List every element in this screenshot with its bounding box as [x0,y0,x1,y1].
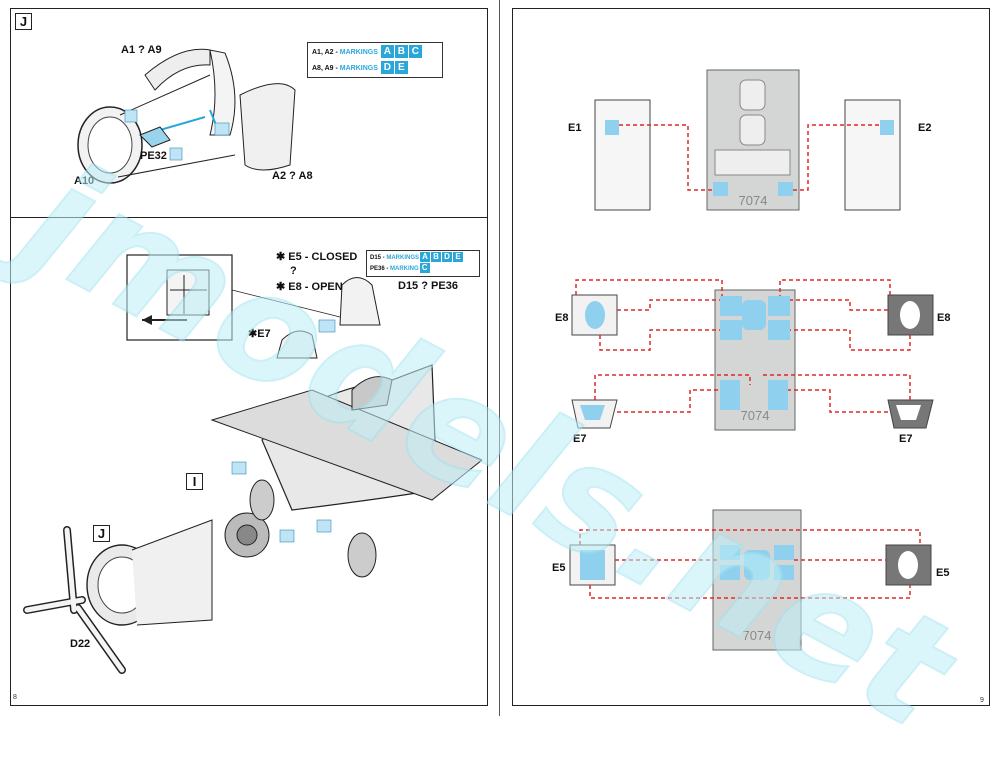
callout-i: I [186,473,203,490]
marking-badge: B [394,45,408,58]
part-label-e7: ✱E7 [248,328,271,340]
page-number-right: 9 [980,697,984,704]
part-label-d22: D22 [70,638,91,650]
mask-code-3: 7074 [743,628,772,643]
question-icon: ? [289,170,296,182]
part-label-a2: A2 ? A8 [272,170,313,182]
marking-badge: B [431,252,442,262]
marking-badge: C [419,263,430,273]
mask-label-e1: E1 [568,122,582,134]
star-icon: ✱ [276,251,286,263]
marking-badge: A [420,252,431,262]
canopy-question-icon: ? [290,265,297,277]
assembly-frame [10,217,488,706]
mask-frame [512,8,990,706]
mask-label-e8-left: E8 [555,312,569,324]
mask-code-1: 7074 [739,193,768,208]
page-divider [499,0,500,716]
canopy-closed-label: ✱ E5 - CLOSED [276,251,358,263]
star-icon: ✱ [276,281,286,293]
part-label-d15: D15 ? PE36 [398,280,458,292]
question-icon: ? [421,280,428,292]
mask-label-e2: E2 [918,122,932,134]
part-label-pe32: PE32 [140,150,167,162]
cowling-parts-drawing [77,48,296,184]
marking-badge: D [380,61,394,74]
callout-j: J [93,525,110,542]
page-number-left: 8 [13,694,17,701]
canopy-open-label: ✱ E8 - OPEN [276,281,343,293]
mask-label-e7-right: E7 [899,433,913,445]
right-page: 7074 7074 [510,0,990,716]
question-icon: ? [138,44,145,56]
part-label-a10: A10 [74,175,95,187]
mask-sheet-drawing: 7074 7074 [569,69,934,651]
mask-label-e5-left: E5 [552,562,566,574]
mask-label-e7-left: E7 [573,433,587,445]
marking-badge: C [408,45,422,58]
marking-badge: D [442,252,453,262]
step-letter: J [15,13,32,30]
mask-label-e8-right: E8 [937,312,951,324]
marking-badge: E [453,252,464,262]
marking-badge: E [394,61,408,74]
marking-badge: A [380,45,394,58]
part-label-a1: A1 ? A9 [121,44,162,56]
left-page: J A1 ? A9 PE32 A10 A2 ? A8 A1, A2 - MARK… [0,0,490,716]
mask-code-2: 7074 [741,408,770,423]
star-icon: ✱ [248,328,258,340]
mask-label-e5-right: E5 [936,567,950,579]
aircraft-assembly-drawing [23,254,482,674]
